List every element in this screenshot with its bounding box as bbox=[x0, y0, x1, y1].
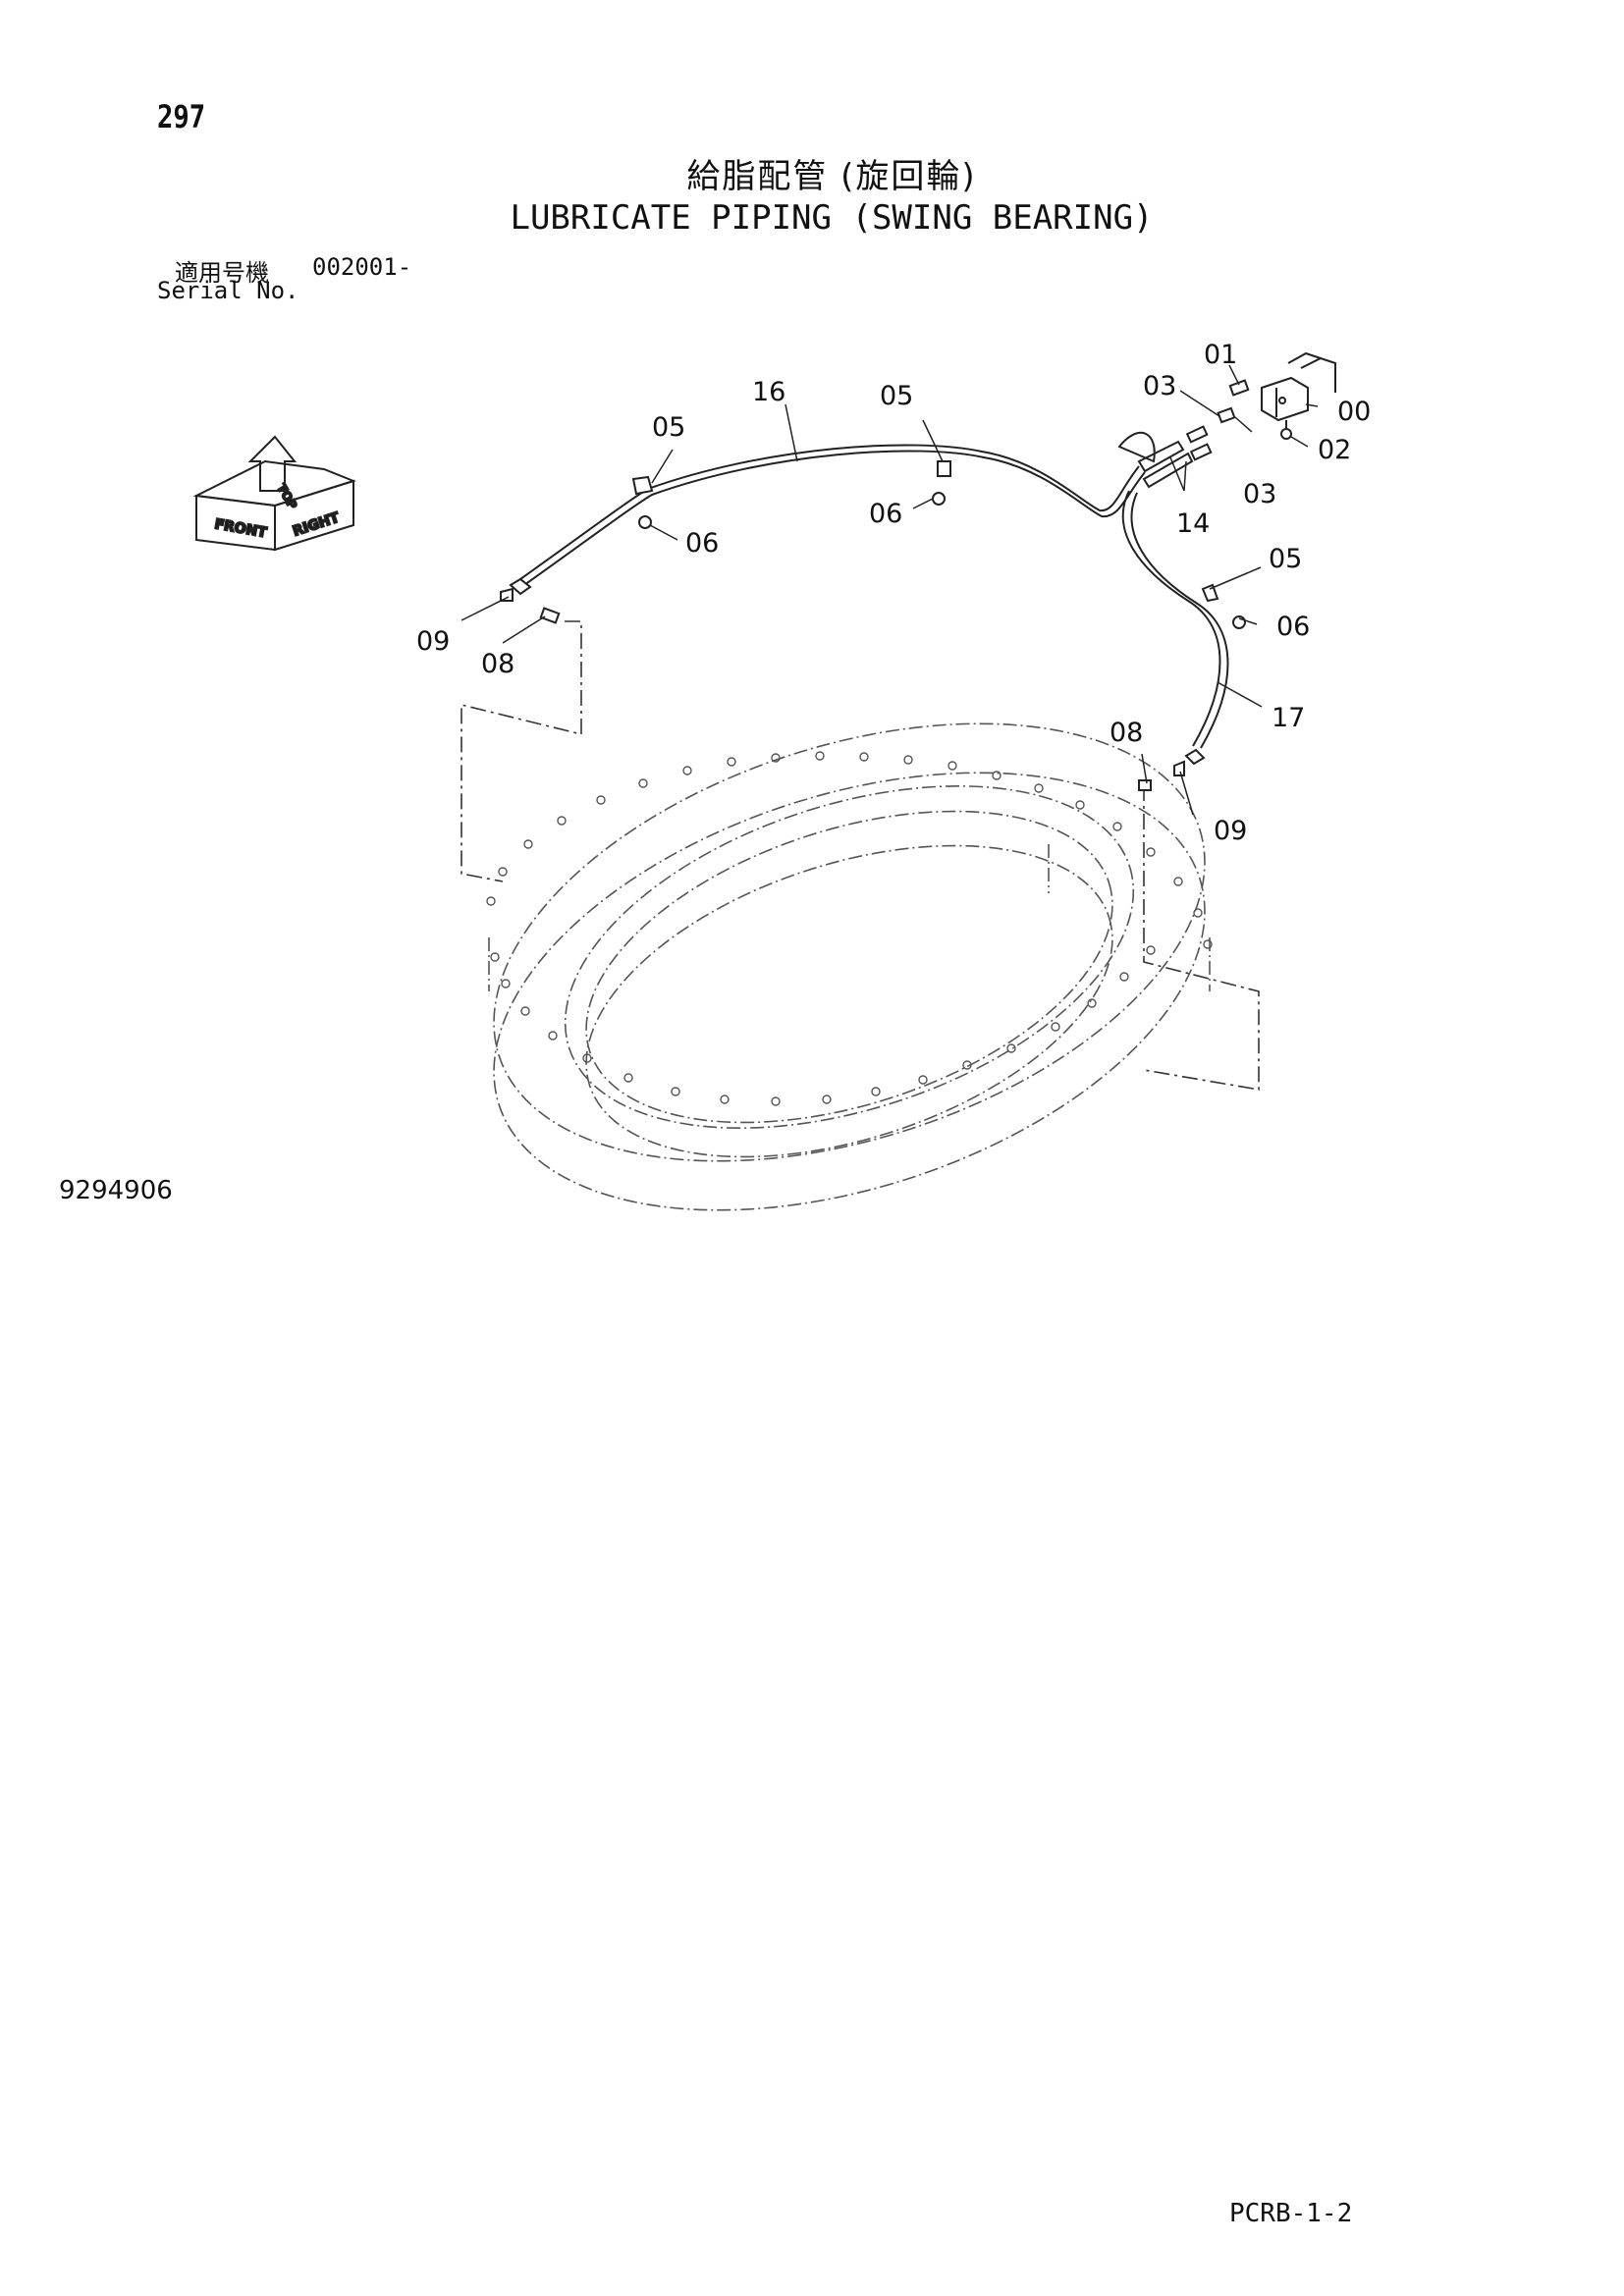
orientation-right-label: RIGHT bbox=[291, 509, 342, 539]
callout-05-left: 05 bbox=[652, 412, 685, 443]
callout-03-top: 03 bbox=[1143, 371, 1176, 401]
title-english: LUBRICATE PIPING (SWING BEARING) bbox=[510, 198, 1154, 238]
callout-03-bottom: 03 bbox=[1243, 479, 1276, 509]
callout-16: 16 bbox=[752, 377, 785, 407]
lubricate-pipe-16 bbox=[519, 444, 1146, 586]
orientation-mark-icon: FRONT RIGHT TOP bbox=[192, 435, 356, 552]
page-number: 297 bbox=[157, 98, 206, 135]
bolt-holes bbox=[486, 751, 1213, 1106]
callout-06-center: 06 bbox=[869, 499, 902, 529]
leader-lines bbox=[460, 364, 1319, 816]
serial-label-japanese: 適用号機 bbox=[175, 259, 269, 287]
serial-number-value: 002001- bbox=[312, 253, 412, 281]
orientation-front-label: FRONT bbox=[213, 516, 268, 541]
fittings bbox=[500, 351, 1336, 791]
callout-08-right: 08 bbox=[1110, 718, 1143, 748]
swing-bearing-ring bbox=[488, 722, 1211, 1211]
drawing-number: 9294906 bbox=[59, 1176, 173, 1205]
orientation-top-label: TOP bbox=[274, 482, 299, 512]
assembly-guide-lines bbox=[460, 620, 1260, 1091]
callout-14: 14 bbox=[1176, 508, 1210, 539]
callout-01: 01 bbox=[1204, 340, 1237, 370]
callout-00: 00 bbox=[1337, 397, 1371, 427]
lubricate-pipe-17 bbox=[1121, 490, 1229, 749]
serial-label-english: Serial No. bbox=[157, 277, 299, 304]
callout-05-center: 05 bbox=[880, 381, 913, 411]
title-japanese: 給脂配管 (旋回輪) bbox=[686, 157, 977, 196]
callout-02: 02 bbox=[1318, 435, 1351, 465]
callout-08-left: 08 bbox=[481, 649, 514, 679]
callout-05-right: 05 bbox=[1269, 544, 1302, 574]
callout-06-left: 06 bbox=[685, 528, 719, 559]
callout-17: 17 bbox=[1272, 703, 1305, 733]
footer-code: PCRB-1-2 bbox=[1229, 2199, 1353, 2228]
callout-09-left: 09 bbox=[416, 626, 450, 657]
callout-09-right: 09 bbox=[1214, 816, 1247, 846]
callout-06-right: 06 bbox=[1276, 612, 1310, 642]
